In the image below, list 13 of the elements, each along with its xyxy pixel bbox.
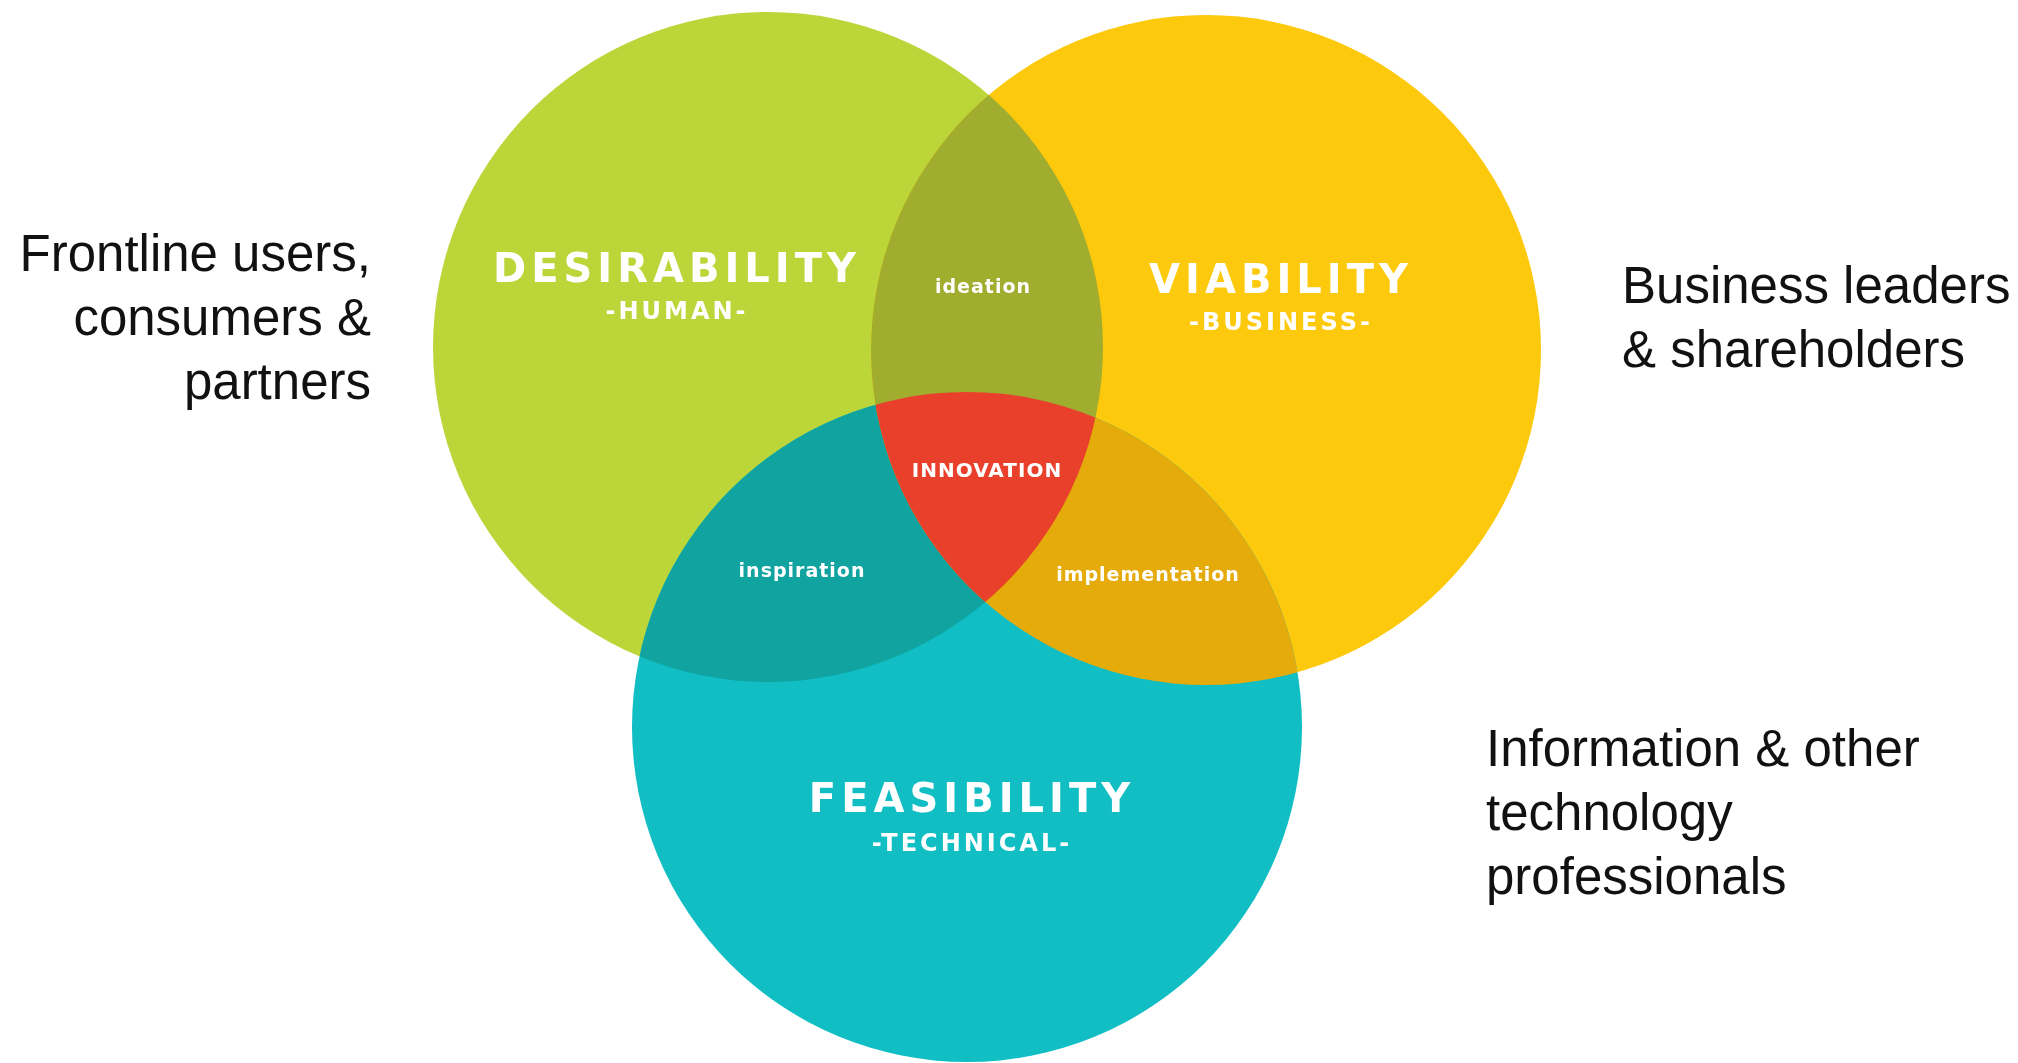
- circle-subtitle: -BUSINESS-: [1189, 308, 1373, 336]
- overlap-label: implementation: [1056, 563, 1240, 585]
- circle-subtitle: -HUMAN-: [605, 297, 749, 325]
- circle-title: VIABILITY: [1149, 256, 1413, 302]
- overlap-label: inspiration: [738, 559, 866, 581]
- circle-subtitle: -TECHNICAL-: [871, 829, 1073, 857]
- overlap-label: ideation: [935, 275, 1031, 297]
- stakeholder-note: Information & other technology professionals: [1486, 719, 1921, 907]
- overlap-label: INNOVATION: [911, 458, 1063, 482]
- circle-title: FEASIBILITY: [808, 775, 1136, 821]
- circle-title: DESIRABILITY: [493, 245, 861, 291]
- stakeholder-note: Frontline users, consumers & partners: [18, 224, 371, 412]
- stakeholder-note: Business leaders & shareholders: [1622, 256, 2012, 380]
